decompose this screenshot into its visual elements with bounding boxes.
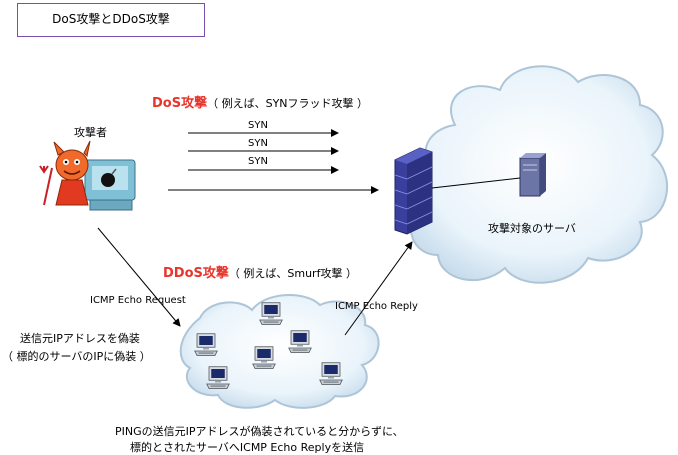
syn-arrows (168, 129, 379, 194)
ddos-heading-row: DDoS攻撃（ 例えば、Smurf攻撃 ） (163, 262, 357, 281)
syn-label-1: SYN (248, 120, 268, 131)
server-icon (519, 153, 546, 197)
bottom-note-line2: 標的とされたサーバへICMP Echo Replyを送信 (130, 441, 365, 454)
attacker-label: 攻撃者 (74, 126, 107, 139)
spoof-note-line2: （ 標的のサーバのIPに偽装 ） (2, 350, 151, 363)
icmp-reply-arrow (344, 241, 413, 336)
spoof-note-line1: 送信元IPアドレスを偽装 (20, 332, 140, 345)
dos-example: （ 例えば、SYNフラッド攻撃 ） (207, 97, 369, 110)
firewall-icon (394, 147, 433, 235)
ddos-example: （ 例えば、Smurf攻撃 ） (228, 267, 357, 280)
devil-attacker-icon (39, 140, 136, 211)
icmp-request-label: ICMP Echo Request (90, 295, 186, 306)
syn-label-2: SYN (248, 138, 268, 149)
ddos-heading: DDoS攻撃 (163, 266, 229, 281)
dos-heading: DoS攻撃 (152, 96, 208, 111)
dos-heading-row: DoS攻撃（ 例えば、SYNフラッド攻撃 ） (152, 92, 368, 111)
icmp-reply-label: ICMP Echo Reply (335, 301, 418, 312)
syn-label-3: SYN (248, 156, 268, 167)
page-title: DoS攻撃とDDoS攻撃 (17, 3, 205, 37)
bottom-note-line1: PINGの送信元IPアドレスが偽装されていると分からずに、 (115, 425, 404, 438)
icmp-request-arrow (97, 227, 181, 327)
target-server-label: 攻撃対象のサーバ (488, 222, 576, 235)
firewall-server-link (431, 177, 521, 189)
